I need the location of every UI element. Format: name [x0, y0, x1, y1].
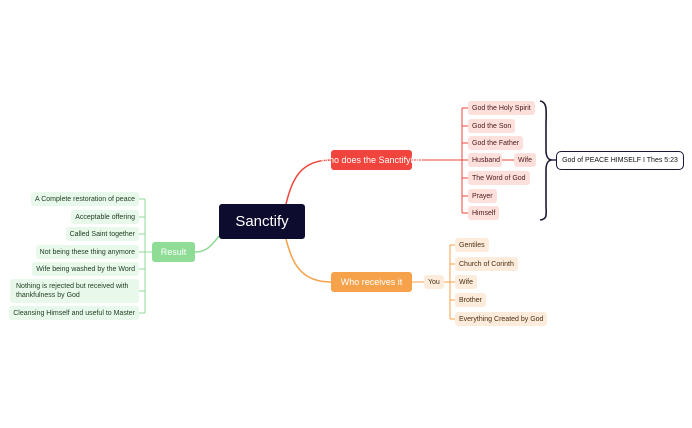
root-topic[interactable]: Sanctify: [219, 204, 305, 239]
topic-receives-wife[interactable]: Wife: [455, 275, 477, 289]
topic-church-of-corinth[interactable]: Church of Corinth: [455, 257, 518, 271]
summary-bracket: [539, 100, 553, 221]
topic-husband[interactable]: Husband: [468, 153, 502, 167]
topic-husband-wife[interactable]: Wife: [514, 153, 536, 167]
topic-complete-restoration[interactable]: A Complete restoration of peace: [30, 192, 139, 206]
topic-himself[interactable]: Himself: [468, 206, 500, 220]
topic-nothing-rejected[interactable]: Nothing is rejected but received with th…: [10, 279, 139, 303]
topic-god-holy-spirit[interactable]: God the Holy Spirit: [468, 101, 535, 115]
topic-prayer[interactable]: Prayer: [468, 189, 497, 203]
topic-wife-washed[interactable]: Wife being washed by the Word: [32, 262, 139, 276]
topic-word-of-god[interactable]: The Word of God: [468, 171, 530, 185]
topic-god-father[interactable]: God the Father: [468, 136, 524, 150]
topic-you[interactable]: You: [424, 275, 444, 289]
topic-everything-created[interactable]: Everything Created by God: [455, 312, 548, 326]
topic-called-saint[interactable]: Called Saint together: [65, 227, 139, 241]
summary-god-of-peace[interactable]: God of PEACE HIMSELF I Thes 5:23: [556, 151, 684, 170]
topic-brother[interactable]: Brother: [455, 293, 486, 307]
branch-who-does-sanctifying[interactable]: Who does the Sanctifying: [320, 150, 423, 170]
connector-root-receives: [285, 238, 332, 283]
topic-gentiles[interactable]: Gentiles: [455, 238, 489, 252]
topic-cleansing-himself[interactable]: Cleansing Himself and useful to Master: [9, 306, 139, 320]
topic-god-son[interactable]: God the Son: [468, 119, 516, 133]
branch-who-receives[interactable]: Who receives it: [331, 272, 412, 292]
connector-root-result: [194, 235, 220, 253]
branch-result[interactable]: Result: [152, 242, 195, 262]
topic-not-being-these[interactable]: Not being these thing anymore: [35, 245, 139, 259]
topic-acceptable-offering[interactable]: Acceptable offering: [71, 210, 139, 224]
connector-root-sanctifying: [285, 159, 332, 205]
